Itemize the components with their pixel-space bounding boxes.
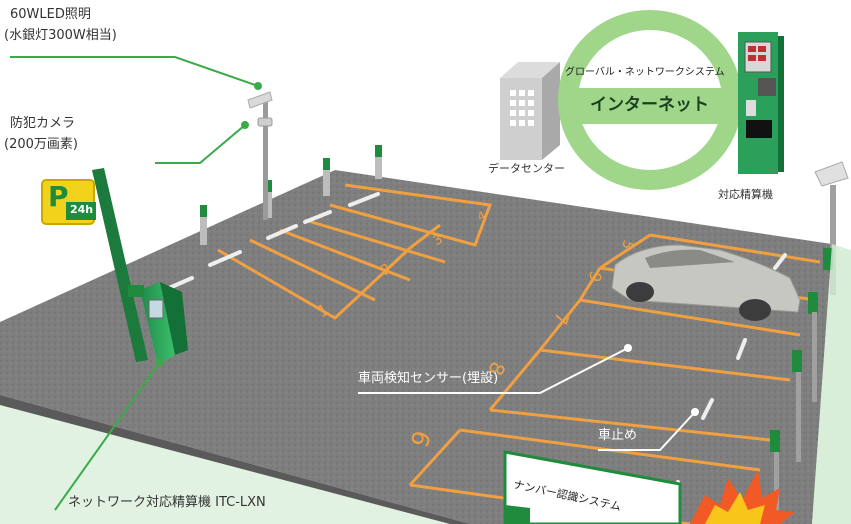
- car: [611, 244, 801, 321]
- callout-lines: [10, 56, 259, 511]
- front-row-lines: [408, 233, 821, 524]
- internet-label: インターネット: [590, 95, 709, 115]
- sensor-callout: 車両検知センサー(埋設): [358, 371, 499, 386]
- kiosk-graphic: [128, 282, 188, 365]
- data-center-building: [500, 62, 560, 160]
- alert-burst-inner: [705, 492, 765, 524]
- parking-sign-pole: [41, 168, 148, 362]
- sensor-posts: [200, 145, 382, 245]
- compatible-machine-graphic: [738, 32, 784, 174]
- compatible-machine-label: 対応精算機: [718, 188, 773, 201]
- wheel-stop-callout: 車止め: [598, 428, 638, 443]
- sensor-callout-dots: [624, 344, 699, 416]
- back-row-lines: [217, 183, 493, 320]
- plate-recognition-panel: [503, 450, 682, 524]
- data-center-label: データセンター: [488, 162, 565, 175]
- internet-band: [565, 88, 735, 124]
- sensor-callout-lines: [358, 347, 696, 451]
- callout-dots: [156, 82, 262, 366]
- led-light-callout-subtitle: (水銀灯300W相当): [4, 28, 117, 43]
- parking-sign-letter: P: [48, 180, 69, 213]
- right-edge-strip: [812, 244, 851, 524]
- right-posts: [770, 161, 849, 524]
- camera-callout-title: 防犯カメラ: [10, 116, 76, 131]
- payment-machine-callout: ネットワーク対応精算機 ITC-LXN: [68, 495, 266, 510]
- global-network-label: グローバル・ネットワークシステム: [565, 67, 725, 78]
- back-light-pole: [247, 91, 273, 220]
- parking-sign-hours: 24h: [70, 203, 94, 216]
- lot-edge: [0, 395, 470, 524]
- camera-callout-subtitle: (200万画素): [4, 137, 78, 152]
- led-light-callout-title: 60WLED照明: [10, 7, 91, 22]
